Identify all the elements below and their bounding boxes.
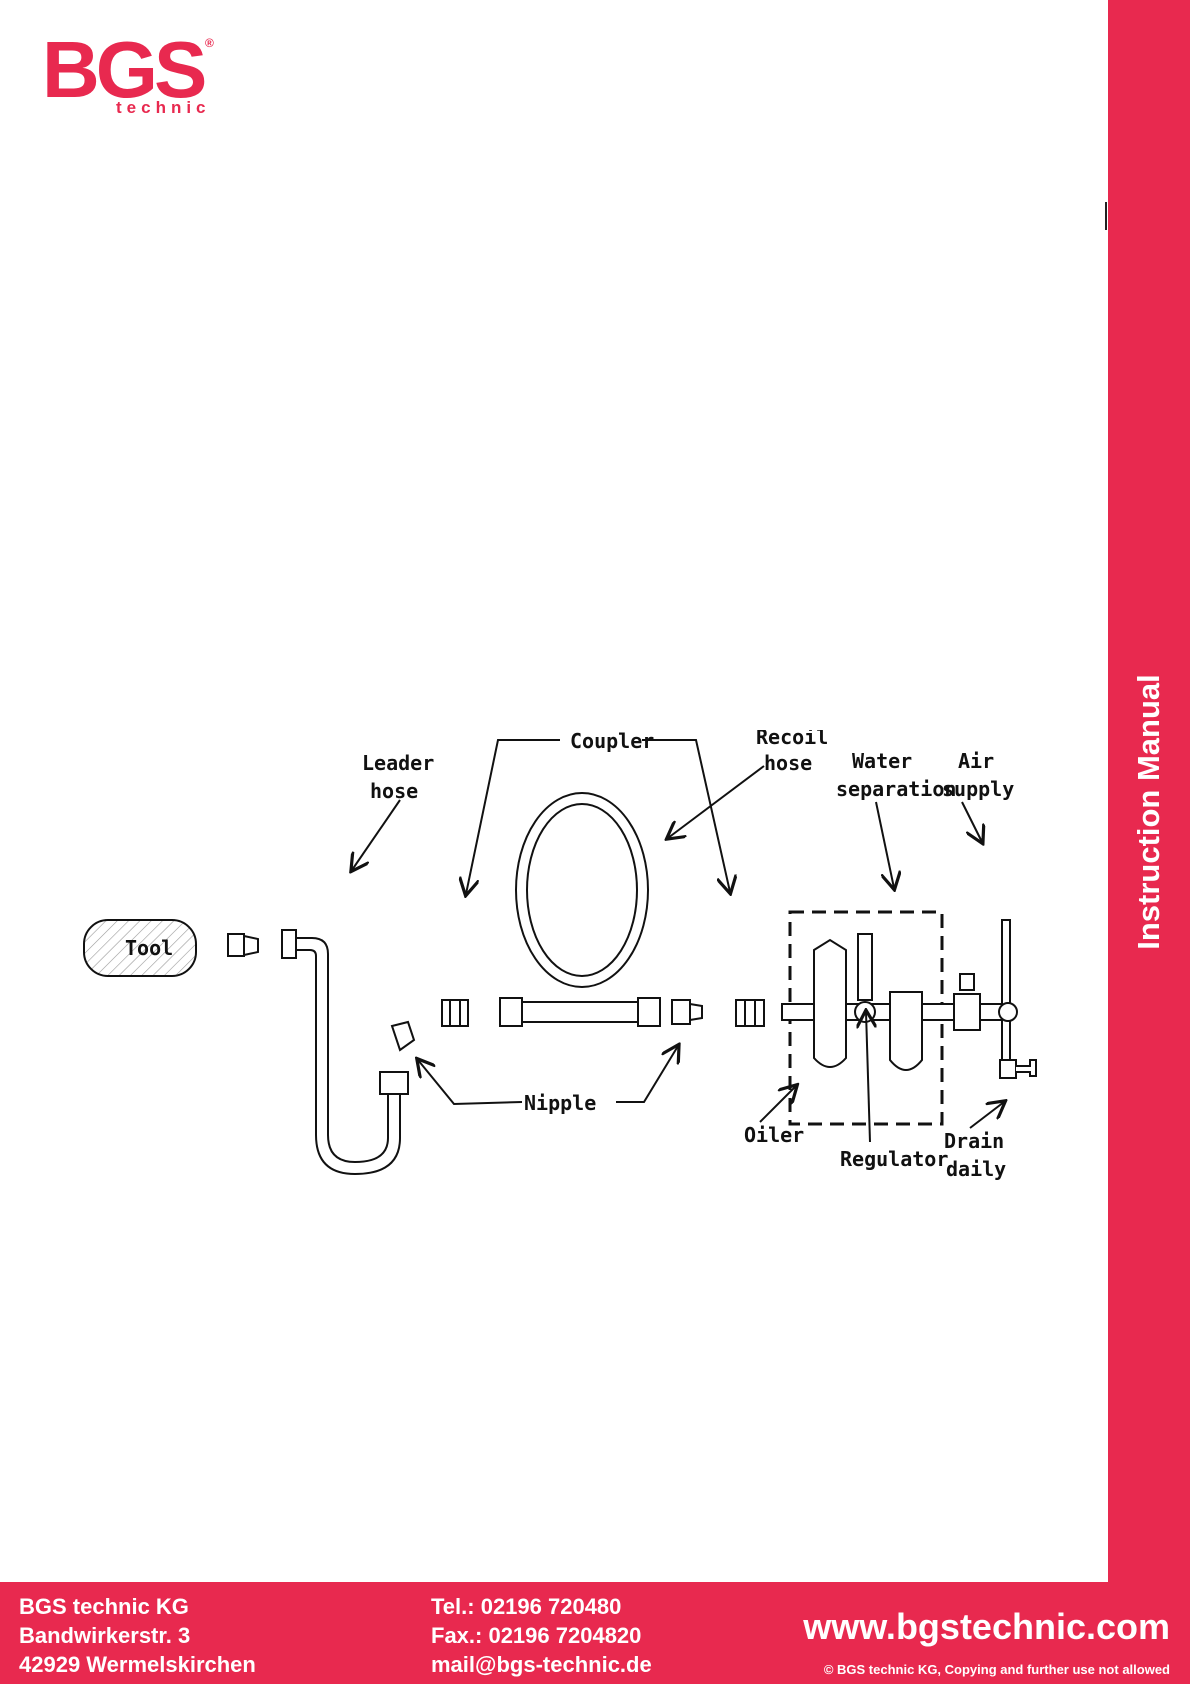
label-leader-2: hose xyxy=(370,779,418,803)
footer-street: Bandwirkerstr. 3 xyxy=(19,1623,191,1648)
logo-registered-mark: ® xyxy=(205,36,214,50)
footer-mail[interactable]: mail@bgs-technic.de xyxy=(431,1652,652,1677)
annotation-arrows xyxy=(352,739,1004,1143)
label-drain-2: daily xyxy=(946,1157,1006,1181)
logo-subtitle: technic xyxy=(116,98,211,117)
label-recoil-1: Recoil xyxy=(756,730,828,749)
footer-address: BGS technic KG Bandwirkerstr. 3 42929 We… xyxy=(19,1592,256,1679)
label-coupler: Coupler xyxy=(570,730,654,753)
label-tool: Tool xyxy=(125,936,173,960)
air-system-diagram: Tool xyxy=(83,730,1037,1181)
label-recoil-2: hose xyxy=(764,751,812,775)
recoil-hose xyxy=(499,792,703,1027)
label-nipple: Nipple xyxy=(524,1091,596,1115)
label-leader-1: Leader xyxy=(362,751,434,775)
coupler-left xyxy=(441,999,469,1027)
label-water-2: separation xyxy=(836,777,956,801)
coupler-right xyxy=(735,999,765,1027)
footer-contact: Tel.: 02196 720480 Fax.: 02196 7204820 m… xyxy=(431,1592,652,1679)
footer: BGS technic KG Bandwirkerstr. 3 42929 We… xyxy=(0,1582,1190,1684)
footer-copyright: © BGS technic KG, Copying and further us… xyxy=(823,1662,1170,1677)
footer-website[interactable]: www.bgstechnic.com xyxy=(803,1606,1170,1647)
label-drain-1: Drain xyxy=(944,1129,1004,1153)
side-band xyxy=(1108,0,1190,1684)
side-title: Instruction Manual xyxy=(1131,674,1166,950)
tool-shape xyxy=(83,919,197,977)
leader-hose xyxy=(281,929,409,1176)
tool-nipple xyxy=(227,933,259,957)
loose-nipple xyxy=(390,1020,416,1052)
label-air-2: supply xyxy=(942,777,1014,801)
label-water-1: Water xyxy=(852,749,912,773)
footer-city: 42929 Wermelskirchen xyxy=(19,1652,256,1677)
label-regulator: Regulator xyxy=(840,1147,948,1171)
logo-word: BGS xyxy=(42,25,207,114)
frl-unit xyxy=(781,910,1037,1126)
bgs-logo: BGS ® technic xyxy=(42,30,226,118)
footer-fax: Fax.: 02196 7204820 xyxy=(431,1623,642,1648)
label-oiler: Oiler xyxy=(744,1123,804,1147)
label-air-1: Air xyxy=(958,749,994,773)
footer-tel: Tel.: 02196 720480 xyxy=(431,1594,622,1619)
footer-company: BGS technic KG xyxy=(19,1594,189,1619)
text-cursor-mark xyxy=(1105,202,1107,230)
